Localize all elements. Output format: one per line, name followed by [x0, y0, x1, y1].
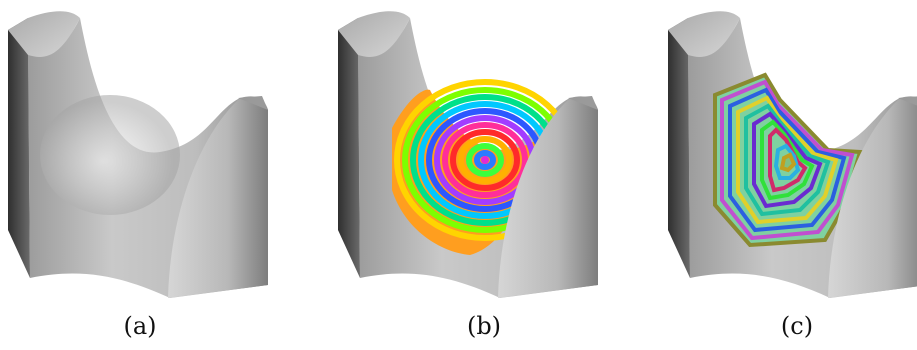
panel-c — [660, 0, 917, 310]
caption-a: (a) — [123, 312, 157, 340]
caption-c: (c) — [780, 312, 814, 340]
panel-b — [330, 0, 630, 310]
segmented-polygon-illustration — [668, 11, 917, 298]
caption-b: (b) — [466, 312, 502, 340]
rainbow-rings — [392, 79, 576, 255]
segmented-rings — [713, 72, 863, 248]
panel-a — [0, 0, 300, 310]
shaded-surface-illustration — [8, 11, 268, 299]
rainbow-contour-illustration — [330, 11, 630, 310]
